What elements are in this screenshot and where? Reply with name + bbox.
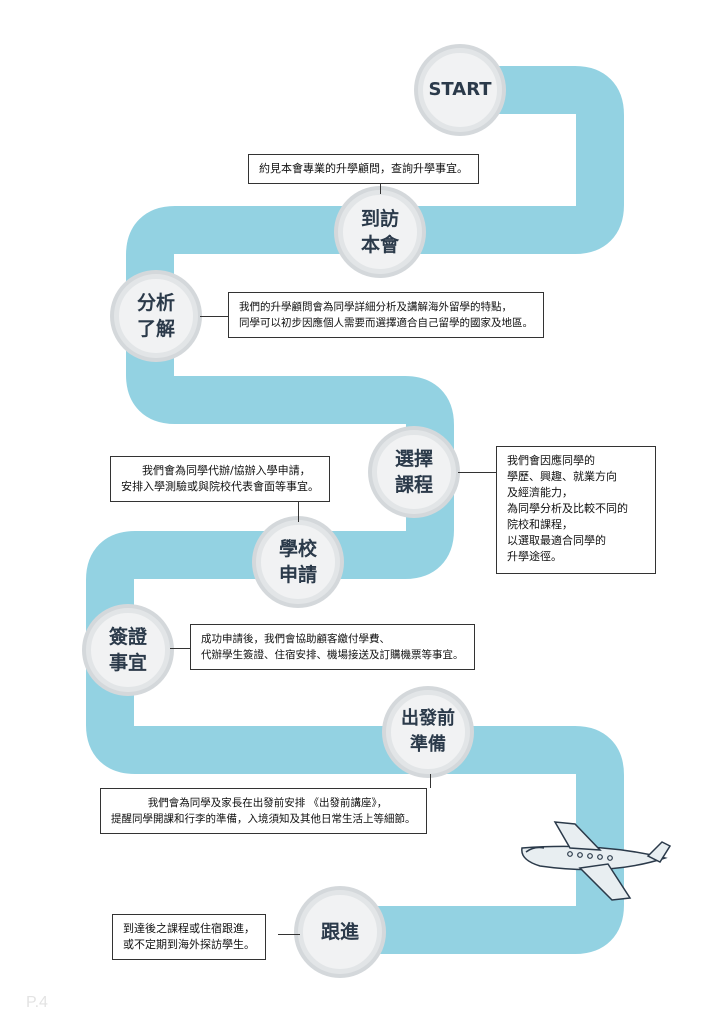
step-followup-node: 跟進 — [298, 890, 382, 974]
connector-application — [298, 500, 299, 522]
desc-analysis: 我們的升學顧問會為同學詳細分析及講解海外留學的特點， 同學可以初步因應個人需要而… — [228, 292, 544, 338]
connector-visa — [170, 648, 190, 649]
step-predeparture-node: 出發前 準備 — [386, 690, 470, 774]
connector-course — [458, 472, 496, 473]
start-node: START — [418, 48, 502, 132]
step-application-node: 學校 申請 — [256, 520, 340, 604]
desc-predeparture: 我們會為同學及家長在出發前安排 《出發前講座》， 提醒同學開課和行李的準備，入境… — [100, 788, 427, 834]
connector-followup — [278, 934, 300, 935]
connector-predeparture — [430, 774, 431, 788]
connector-visit — [380, 180, 381, 194]
step-visa-node: 簽證 事宜 — [86, 608, 170, 692]
step-analysis-node: 分析 了解 — [114, 274, 198, 358]
desc-course: 我們會因應同學的 學歷、興趣、就業方向 及經濟能力， 為同學分析及比較不同的 院… — [496, 446, 656, 574]
desc-followup: 到達後之課程或住宿跟進， 或不定期到海外探訪學生。 — [112, 914, 266, 960]
desc-application: 我們會為同學代辦/協辦入學申請， 安排入學測驗或與院校代表會面等事宜。 — [110, 456, 330, 502]
connector-analysis — [200, 316, 228, 317]
page-number: P.4 — [26, 994, 48, 1011]
airplane-icon — [521, 821, 672, 901]
step-course-node: 選擇 課程 — [372, 430, 456, 514]
desc-visa: 成功申請後，我們會協助顧客繳付學費、 代辦學生簽證、住宿安排、機場接送及訂購機票… — [190, 624, 475, 670]
desc-visit: 約見本會專業的升學顧問，查詢升學事宜。 — [248, 154, 479, 184]
step-visit-node: 到訪 本會 — [338, 190, 422, 274]
